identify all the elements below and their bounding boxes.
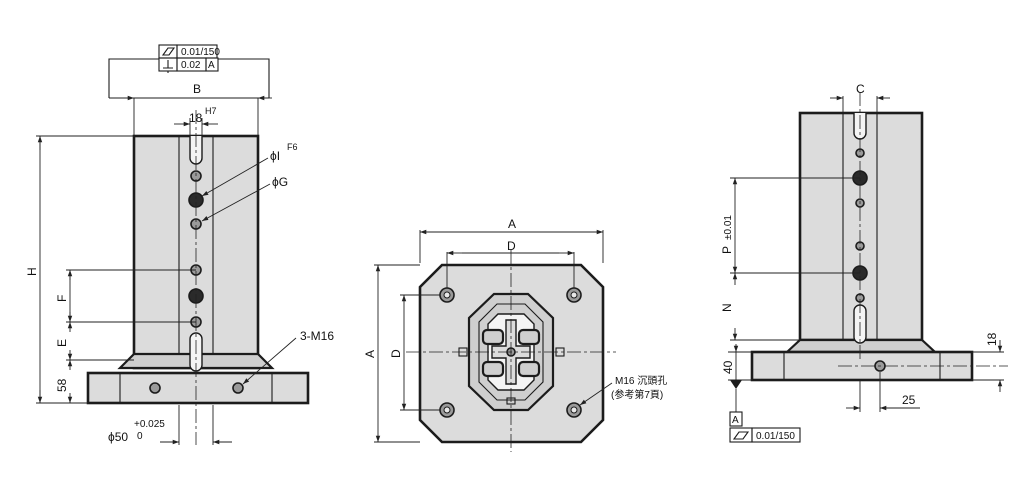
dimension-E: E [55,339,69,347]
dia-tol-lower: 0 [137,431,143,442]
dimension-P: P [720,246,734,254]
dimension-B: B [193,82,201,96]
dimension-P-tolerance: ±0.01 [723,215,734,240]
datum-reference: A [208,60,215,71]
tower-base [86,371,310,405]
base-hole [232,382,244,394]
dimension-phiG: ϕG [272,175,288,189]
front-view: 0.01/150 0.02 A B [25,44,334,445]
dimension-phiI: ϕI [270,149,280,163]
dimension-A-horizontal: A [508,217,516,231]
perpendicularity-value: 0.02 [181,60,201,71]
datum-label: A [732,415,739,426]
fit-H7: H7 [205,106,217,116]
dimension-18-side: 18 [985,332,999,346]
dimension-A-vertical: A [363,350,377,358]
thread-callout: 3-M16 [300,329,334,343]
dimension-F: F [55,295,69,302]
counterbore-reference: (参考第7頁) [611,388,663,401]
counterbore-callout: M16 沉頭孔 [615,374,667,387]
dimension-N: N [720,303,734,312]
dimension-D-horizontal: D [507,239,516,253]
dimension-18: 18 [189,111,203,125]
dimension-25: 25 [902,393,916,407]
dia-tol-upper: +0.025 [134,419,165,430]
datum-triangle-icon [730,380,742,389]
dimension-58: 58 [55,378,69,392]
side-flatness-value: 0.01/150 [756,431,795,442]
dimension-40: 40 [721,360,735,374]
flatness-symbol-icon [161,47,176,56]
fit-F6: F6 [287,142,298,152]
side-view: C P ±0.01 N 40 A 0.01/150 18 [720,82,1008,443]
flatness-value: 0.01/150 [181,47,220,58]
geometric-tolerance-frame: 0.01/150 0.02 A [108,44,270,98]
dimension-phi50: ϕ50 [108,430,128,444]
perpendicularity-symbol-icon [163,60,173,69]
dimension-H: H [25,267,39,276]
base-hole [149,382,161,394]
top-view: A D A D M16 沉頭孔 (参考第7頁) [363,217,667,452]
dimension-D-vertical: D [389,349,403,358]
dimension-C: C [856,82,865,96]
side-flatness-symbol-icon [732,431,750,440]
